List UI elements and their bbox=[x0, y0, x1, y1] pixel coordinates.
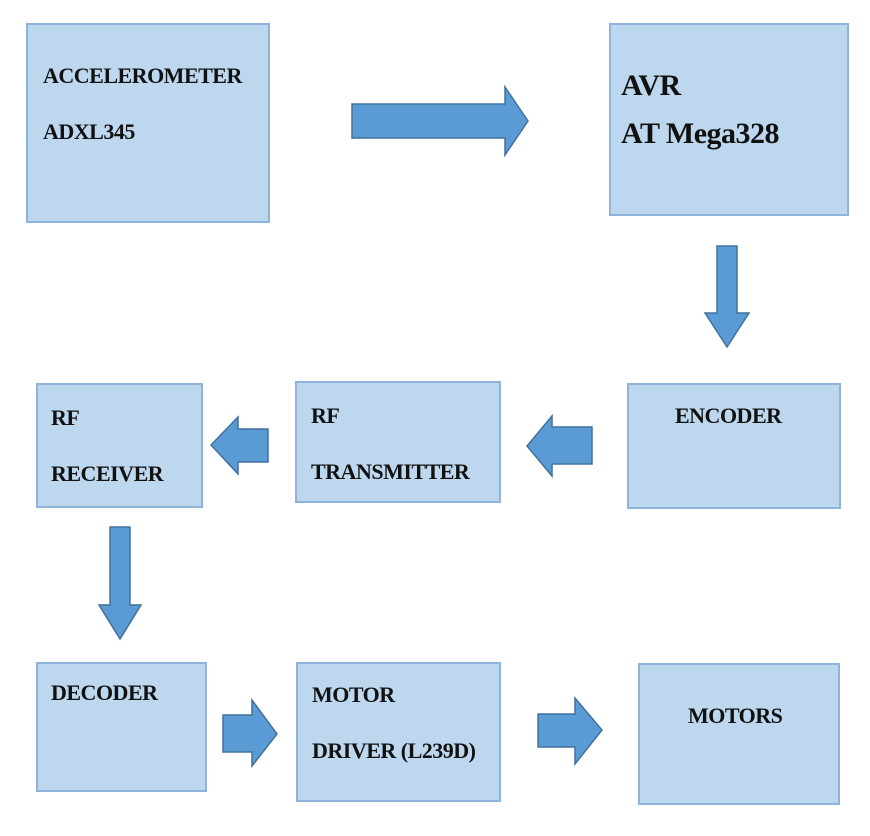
motor-driver-block: MOTOR DRIVER (L239D) bbox=[296, 662, 501, 802]
decoder-block: DECODER bbox=[36, 662, 207, 792]
rf-receiver-rf-label: RF bbox=[51, 405, 80, 430]
avr-block: AVR AT Mega328 bbox=[609, 23, 849, 216]
decoder-label: DECODER bbox=[51, 680, 158, 705]
arrow-accelerometer-to-avr bbox=[351, 84, 529, 158]
encoder-label: ENCODER bbox=[675, 403, 782, 428]
arrow-decoder-to-driver bbox=[222, 697, 278, 769]
avr-label: AVR bbox=[621, 69, 681, 102]
rf-transmitter-block: RF TRANSMITTER bbox=[295, 381, 501, 503]
rf-receiver-label: RECEIVER bbox=[51, 461, 164, 486]
encoder-block: ENCODER bbox=[627, 383, 841, 509]
accelerometer-model-label: ADXL345 bbox=[43, 119, 135, 144]
motors-label: MOTORS bbox=[688, 703, 783, 728]
arrow-receiver-to-decoder bbox=[97, 526, 143, 641]
motor-driver-motor-label: MOTOR bbox=[312, 682, 395, 707]
accelerometer-label: ACCELEROMETER bbox=[43, 63, 242, 88]
arrow-transmitter-to-receiver bbox=[209, 415, 269, 476]
avr-model-label: AT Mega328 bbox=[621, 117, 780, 150]
motors-block: MOTORS bbox=[638, 663, 840, 805]
rf-receiver-block: RF RECEIVER bbox=[36, 383, 203, 508]
rf-transmitter-label: TRANSMITTER bbox=[311, 459, 470, 484]
arrow-avr-to-encoder bbox=[703, 245, 751, 349]
arrow-encoder-to-transmitter bbox=[526, 413, 593, 479]
motor-driver-label: DRIVER (L239D) bbox=[312, 738, 476, 763]
arrow-driver-to-motors bbox=[537, 695, 603, 767]
accelerometer-block: ACCELEROMETER ADXL345 bbox=[26, 23, 270, 223]
rf-transmitter-rf-label: RF bbox=[311, 403, 340, 428]
